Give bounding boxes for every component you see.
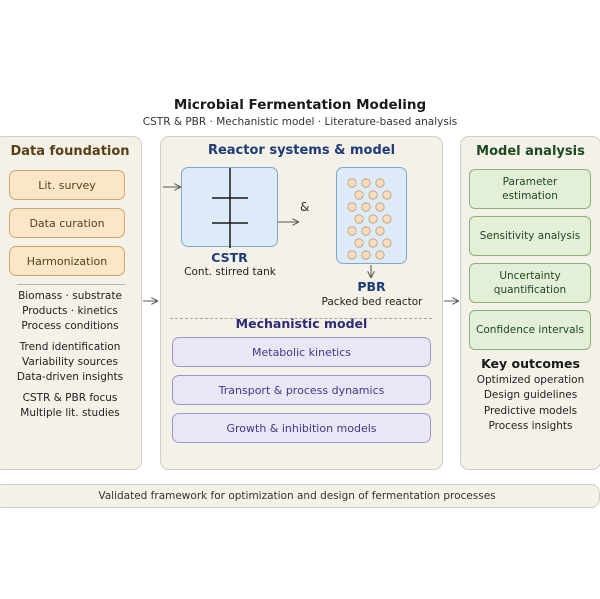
packing-bead [375, 178, 385, 188]
pbr-reactor-diagram [336, 167, 407, 264]
packing-bead [347, 178, 357, 188]
left-divider [17, 284, 125, 285]
analysis-confidence-intervals: Confidence intervals [469, 310, 591, 350]
packing-bead [347, 250, 357, 260]
list-item: Products · kinetics [22, 305, 118, 317]
step-harmonization: Harmonization [9, 246, 125, 276]
footer-banner: Validated framework for optimization and… [0, 484, 600, 508]
model-growth-inhibition: Growth & inhibition models [172, 413, 431, 443]
list-item: Multiple lit. studies [20, 407, 120, 419]
packing-bead [382, 214, 392, 224]
packing-bead [368, 214, 378, 224]
packing-bead [347, 202, 357, 212]
ampersand: & [300, 200, 310, 214]
packed-beads-icon [347, 178, 392, 260]
packing-bead [375, 226, 385, 236]
model-analysis-heading: Model analysis [476, 144, 585, 159]
pbr-label: PBR [357, 279, 386, 294]
key-outcomes-list: Optimized operation Design guidelines Pr… [460, 373, 600, 435]
packing-bead [375, 202, 385, 212]
list-item: Process conditions [21, 320, 119, 332]
data-foundation-heading: Data foundation [10, 144, 130, 159]
reactor-systems-heading: Reactor systems & model [207, 143, 396, 158]
packing-bead [375, 250, 385, 260]
mechanistic-model-heading: Mechanistic model [235, 316, 368, 331]
packing-bead [368, 190, 378, 200]
list-item: Predictive models [483, 404, 578, 417]
packing-bead [361, 178, 371, 188]
list-item: Variability sources [22, 356, 118, 368]
stirrer-icon [212, 168, 248, 248]
packing-bead [347, 226, 357, 236]
pbr-description: Packed bed reactor [321, 296, 423, 308]
list-item: CSTR & PBR focus [22, 392, 118, 404]
section-divider [170, 318, 432, 319]
list-item: Design guidelines [483, 389, 578, 402]
packing-bead [354, 190, 364, 200]
analysis-uncertainty: Uncertainty quantification [469, 263, 591, 303]
cstr-reactor-diagram [181, 167, 278, 248]
packing-bead [354, 238, 364, 248]
packing-bead [368, 238, 378, 248]
packing-bead [382, 190, 392, 200]
list-item: Process insights [488, 420, 573, 433]
diagram-title: Microbial Fermentation Modeling [173, 97, 427, 113]
cstr-description: Cont. stirred tank [184, 266, 276, 278]
data-group-insights: Trend identification Variability sources… [0, 340, 140, 385]
model-transport-dynamics: Transport & process dynamics [172, 375, 431, 405]
packing-bead [361, 250, 371, 260]
packing-bead [382, 238, 392, 248]
list-item: Biomass · substrate [18, 290, 122, 302]
data-group-variables: Biomass · substrate Products · kinetics … [0, 289, 140, 334]
packing-bead [361, 226, 371, 236]
model-metabolic-kinetics: Metabolic kinetics [172, 337, 431, 367]
step-data-curation: Data curation [9, 208, 125, 238]
packing-bead [354, 214, 364, 224]
list-item: Optimized operation [476, 374, 585, 386]
list-item: Data-driven insights [16, 371, 124, 383]
analysis-sensitivity: Sensitivity analysis [469, 216, 591, 256]
list-item: Trend identification [19, 341, 121, 353]
step-lit-survey: Lit. survey [9, 170, 125, 200]
cstr-label: CSTR [211, 250, 248, 265]
key-outcomes-heading: Key outcomes [481, 356, 580, 371]
analysis-parameter-estimation: Parameter estimation [469, 169, 591, 209]
data-group-scope: CSTR & PBR focus Multiple lit. studies [0, 391, 140, 421]
diagram-subtitle: CSTR & PBR · Mechanistic model · Literat… [142, 116, 458, 128]
packing-bead [361, 202, 371, 212]
